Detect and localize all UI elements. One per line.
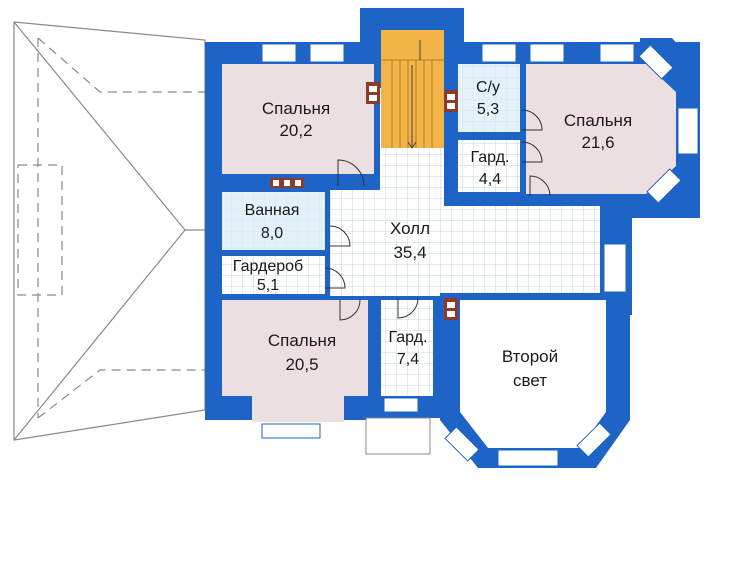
wardrobe-floor [222, 256, 325, 294]
room-labels: Спальня 20,2 С/у 5,3 Спальня 21,6 Гард. … [233, 79, 632, 390]
wc-area: 5,3 [477, 101, 499, 118]
second-light-line1: Второй [502, 347, 558, 366]
wardrobe-name: Гардероб [233, 258, 303, 275]
door-swings [324, 109, 551, 321]
second-light-floor [460, 300, 606, 448]
second-light-line2: свет [513, 371, 547, 390]
bedroom-sw-floor [222, 300, 368, 422]
bathroom-area: 8,0 [261, 225, 283, 242]
hall-floor [330, 148, 600, 296]
closet-ne-floor [458, 140, 520, 192]
hall-name: Холл [390, 219, 430, 238]
bedroom-ne-area: 21,6 [581, 133, 614, 152]
bedroom-nw-area: 20,2 [279, 121, 312, 140]
windows [261, 43, 699, 467]
closet-s-floor [381, 300, 433, 396]
vents [270, 82, 458, 320]
wardrobe-area: 5,1 [257, 277, 279, 294]
bedroom-sw-area: 20,5 [285, 355, 318, 374]
roof-outline [13, 21, 206, 441]
bedroom-ne-floor [526, 64, 676, 194]
bathroom-name: Ванная [245, 202, 300, 219]
closet-ne-area: 4,4 [479, 171, 501, 188]
closet-s-name: Гард. [389, 329, 428, 346]
stair-treads [381, 40, 444, 149]
wc-name: С/у [476, 79, 500, 96]
closet-ne-name: Гард. [471, 149, 510, 166]
bedroom-ne-name: Спальня [564, 111, 632, 130]
bedroom-nw-name: Спальня [262, 99, 330, 118]
closet-s-area: 7,4 [397, 351, 419, 368]
bedroom-sw-name: Спальня [268, 331, 336, 350]
bedroom-nw-floor [222, 64, 374, 174]
hall-area: 35,4 [393, 243, 426, 262]
